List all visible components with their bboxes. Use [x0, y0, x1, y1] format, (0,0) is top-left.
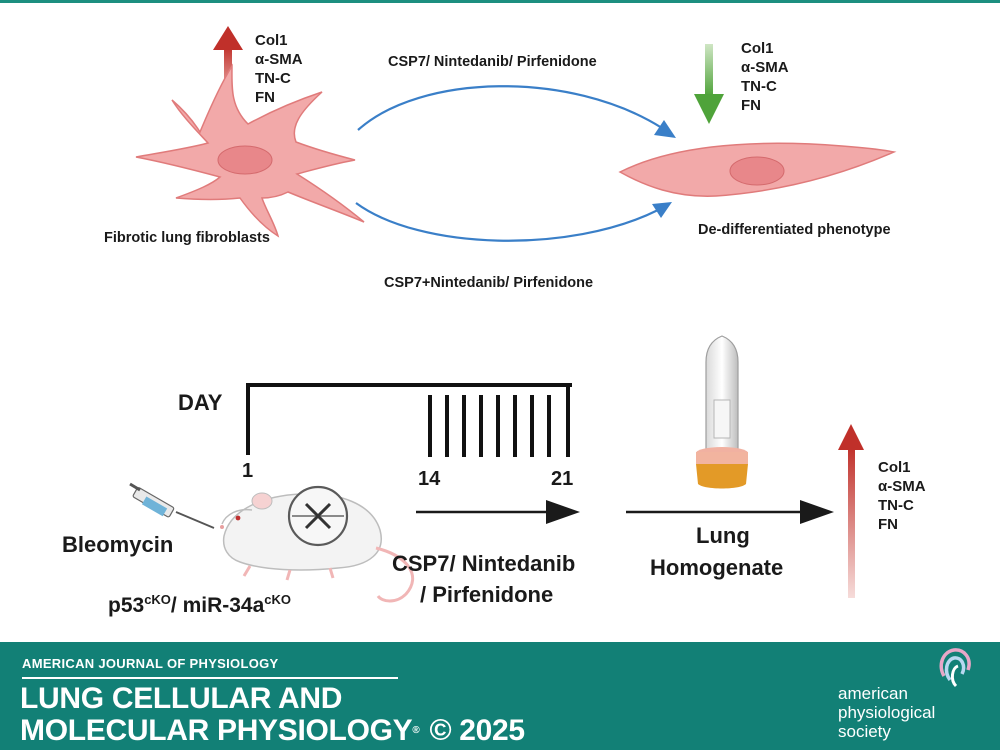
copyright-text: © 2025 [429, 714, 525, 747]
day-start-label: 1 [242, 460, 253, 482]
gene-knockout-icon [287, 485, 349, 547]
right-cell-label: De-differentiated phenotype [698, 222, 891, 238]
left-cell-label: Fibrotic lung fibroblasts [104, 230, 270, 246]
injection-label: Bleomycin [62, 532, 173, 557]
treatment-label-line1: CSP7/ Nintedanib [392, 551, 575, 576]
trademark-symbol: ® [412, 725, 420, 736]
fibrotic-fibroblast-cell-icon [135, 63, 365, 238]
society-logo-icon [939, 648, 971, 688]
marker-fn: FN [255, 89, 275, 106]
kicker-divider [22, 677, 398, 679]
mouse-model-label: p53cKO/ miR-34acKO [108, 592, 291, 617]
bottom-arrow-label: CSP7+Nintedanib/ Pirfenidone [384, 275, 593, 291]
upregulation-arrow-bottom-icon [838, 424, 864, 598]
journal-kicker: AMERICAN JOURNAL OF PHYSIOLOGY [22, 656, 279, 671]
marker-col1: Col1 [255, 32, 288, 49]
dosing-timeline [246, 383, 572, 457]
marker-tn-c: TN-C [255, 70, 291, 87]
society-name: american physiological society [838, 684, 990, 741]
curved-arrow-top-icon [357, 85, 676, 138]
marker-tn-c: TN-C [878, 497, 914, 514]
marker-col1: Col1 [878, 459, 911, 476]
downregulation-arrow-icon [694, 44, 724, 124]
society-name-line3: society [838, 722, 891, 741]
sample-tube-icon [696, 335, 748, 489]
marker-alpha-sma: α-SMA [255, 51, 303, 68]
journal-title-line1: LUNG CELLULAR AND [20, 682, 343, 715]
marker-col1: Col1 [741, 40, 774, 57]
treatment-label-line2: / Pirfenidone [420, 582, 553, 607]
journal-title-line2-text: MOLECULAR PHYSIOLOGY [20, 714, 413, 747]
day-mid-label: 14 [418, 468, 441, 490]
marker-fn: FN [741, 97, 761, 114]
society-name-line2: physiological [838, 703, 936, 722]
upregulated-markers-bottom-list: Col1 α-SMA TN-C FN [878, 459, 926, 533]
dedifferentiated-cell-icon [618, 142, 897, 197]
day-label: DAY [178, 390, 223, 415]
homogenate-arrow-icon [626, 500, 834, 524]
top-accent-bar [0, 0, 1000, 3]
sample-label-line1: Lung [696, 523, 750, 548]
curved-arrow-bottom-icon [355, 202, 672, 242]
journal-title-line2: MOLECULAR PHYSIOLOGY® © 2025 [20, 716, 525, 746]
diagram-canvas: Col1 α-SMA TN-C FN Fibrotic lung fibrobl… [62, 26, 926, 617]
day-end-label: 21 [551, 468, 573, 490]
journal-footer: AMERICAN JOURNAL OF PHYSIOLOGY LUNG CELL… [0, 642, 1000, 750]
marker-alpha-sma: α-SMA [878, 478, 926, 495]
top-arrow-label: CSP7/ Nintedanib/ Pirfenidone [388, 54, 597, 70]
sample-label-line2: Homogenate [650, 555, 783, 580]
treatment-arrow-icon [416, 500, 580, 524]
upregulated-markers-list: Col1 α-SMA TN-C FN [255, 32, 303, 106]
marker-fn: FN [878, 516, 898, 533]
downregulated-markers-list: Col1 α-SMA TN-C FN [741, 40, 789, 114]
society-name-line1: american [838, 684, 908, 703]
marker-alpha-sma: α-SMA [741, 59, 789, 76]
marker-tn-c: TN-C [741, 78, 777, 95]
syringe-icon [129, 482, 215, 529]
